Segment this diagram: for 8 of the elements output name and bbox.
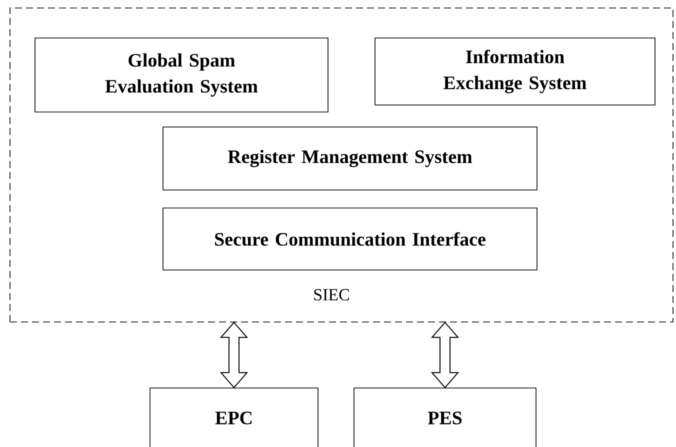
system-box: EPC (150, 388, 318, 447)
system-box: Secure Communication Interface (162, 208, 538, 270)
double-arrow (430, 322, 460, 388)
double-arrow (220, 322, 248, 388)
system-box: PES (354, 388, 536, 447)
system-box: Information Exchange System (374, 38, 656, 106)
system-box: Register Management System (162, 126, 538, 190)
system-box: Global Spam Evaluation System (34, 38, 328, 112)
